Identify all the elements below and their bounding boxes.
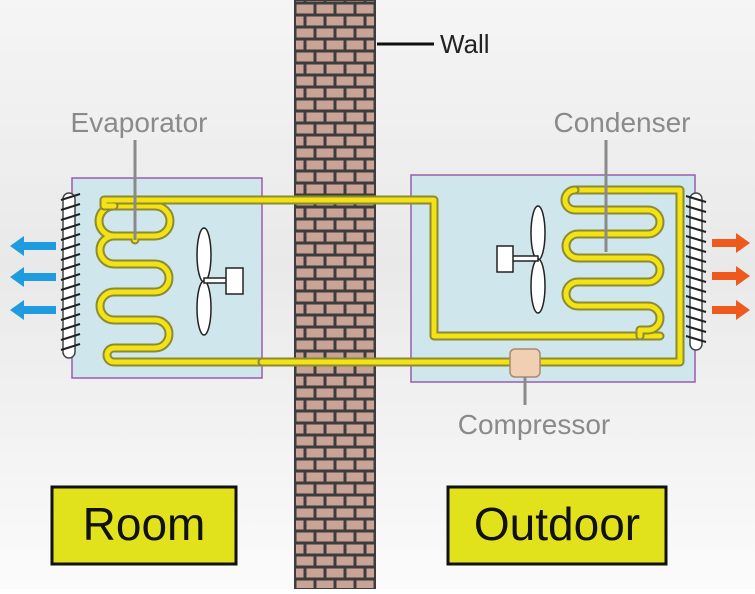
outdoor-label-box: Outdoor bbox=[446, 485, 668, 566]
condenser-label: Condenser bbox=[554, 107, 691, 138]
air-arrow-icon bbox=[712, 266, 750, 286]
fan-motor-icon bbox=[225, 267, 244, 295]
cold-air-arrows bbox=[10, 236, 56, 320]
room-label-box: Room bbox=[50, 485, 238, 566]
air-arrow-icon bbox=[10, 236, 56, 256]
air-arrow-icon bbox=[10, 300, 56, 320]
grille-icon bbox=[60, 192, 81, 359]
air-arrow-icon bbox=[712, 300, 750, 320]
hot-air-arrows bbox=[712, 233, 750, 320]
brick-wall bbox=[294, 0, 376, 590]
room-label: Room bbox=[83, 498, 206, 550]
callout-lines bbox=[133, 42, 608, 405]
fan-motor-icon bbox=[496, 245, 514, 273]
compressor-label: Compressor bbox=[458, 409, 610, 440]
wall-pipe-crossings bbox=[290, 195, 380, 367]
compressor bbox=[509, 348, 541, 378]
fan-icon bbox=[196, 227, 244, 336]
evaporator-label: Evaporator bbox=[71, 107, 208, 138]
grille-icon bbox=[685, 192, 707, 351]
refrigerant-pipes bbox=[94, 185, 685, 367]
outdoor-label: Outdoor bbox=[474, 498, 640, 550]
air-arrow-icon bbox=[10, 267, 56, 287]
fan-icon bbox=[496, 205, 546, 314]
air-arrow-icon bbox=[712, 233, 750, 253]
wall-label: Wall bbox=[440, 29, 490, 59]
